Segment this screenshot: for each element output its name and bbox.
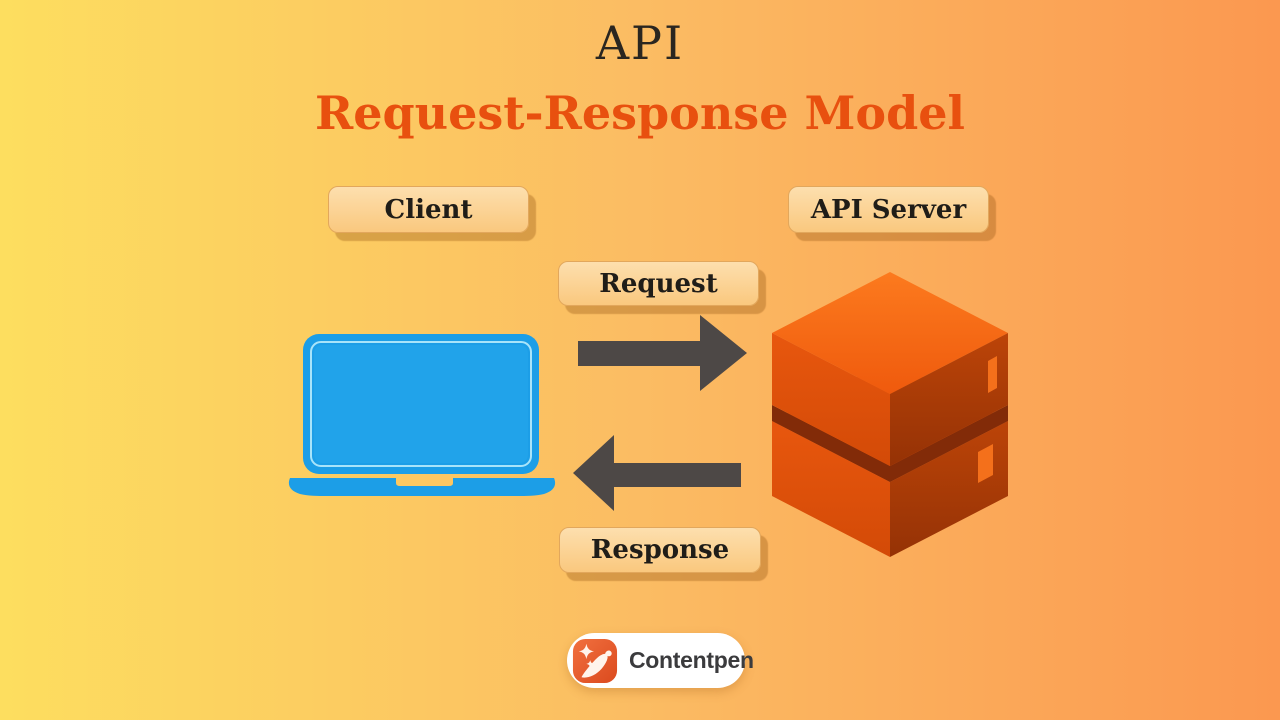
page-title: API <box>595 16 685 70</box>
server-stack-icon <box>772 272 1008 557</box>
server-slot-icon <box>978 444 993 483</box>
brand-badge: Contentpen <box>567 633 754 688</box>
laptop-icon <box>288 334 556 496</box>
request-label: Request <box>599 268 718 299</box>
server-slot-icon <box>988 356 997 393</box>
page-subtitle: Request-Response Model <box>315 86 965 140</box>
response-label-box: Response <box>559 527 761 573</box>
brand-name: Contentpen <box>629 647 754 673</box>
pen-sparkle-icon <box>572 638 618 683</box>
api-server-label: API Server <box>810 194 967 225</box>
response-label: Response <box>590 535 730 565</box>
client-label-box: Client <box>328 186 529 233</box>
arrow-left-icon <box>573 435 741 511</box>
api-server-label-box: API Server <box>788 186 989 233</box>
client-label: Client <box>384 194 473 225</box>
arrow-right-icon <box>578 315 747 391</box>
request-label-box: Request <box>558 261 759 306</box>
